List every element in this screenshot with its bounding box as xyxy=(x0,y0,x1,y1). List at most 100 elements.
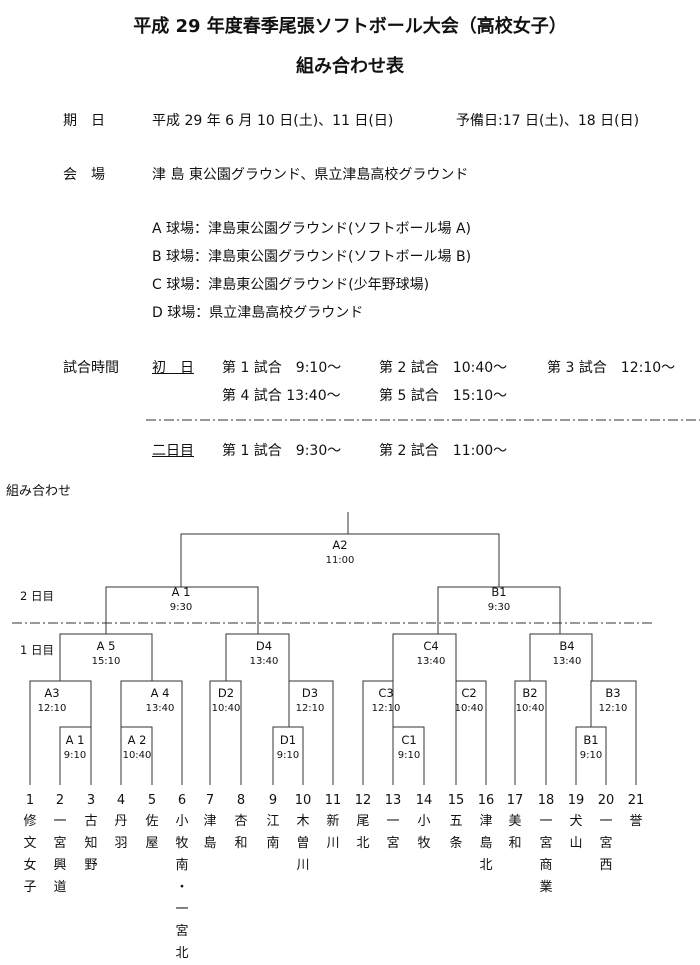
game-time: 9:10 xyxy=(276,750,300,761)
team-number: 7 xyxy=(205,793,215,808)
field-c: C 球場：津島東公園グラウンド(少年野球場) xyxy=(152,277,430,293)
team-name: 古知野 xyxy=(84,814,98,873)
team-name: 杏和 xyxy=(234,814,248,851)
date-label: 期 日 xyxy=(63,113,105,129)
bracket-section-label: 組み合わせ xyxy=(6,484,72,499)
team-name: 木曽川 xyxy=(296,814,310,873)
team-number: 12 xyxy=(354,793,372,808)
game-time: 10:40 xyxy=(211,703,241,714)
game-id: B2 xyxy=(522,686,538,700)
team-name: 犬山 xyxy=(569,814,583,851)
game-time: 9:30 xyxy=(169,602,193,613)
game-id: C4 xyxy=(423,639,439,653)
team-number: 4 xyxy=(116,793,126,808)
team-number: 5 xyxy=(147,793,157,808)
field-a: A 球場：津島東公園グラウンド(ソフトボール場 A) xyxy=(152,221,471,237)
game-time: 9:10 xyxy=(63,750,87,761)
game-time: 12:10 xyxy=(295,703,325,714)
game-time: 13:40 xyxy=(145,703,175,714)
game-id: A2 xyxy=(332,538,348,552)
team-number: 21 xyxy=(627,793,645,808)
game-time: 10:40 xyxy=(515,703,545,714)
game-id: C3 xyxy=(378,686,394,700)
team-number: 3 xyxy=(86,793,96,808)
team-name: 一宮西 xyxy=(599,814,613,873)
field-d: D 球場：県立津島高校グラウンド xyxy=(152,305,364,321)
game-id: B1 xyxy=(583,733,599,747)
game-id: D4 xyxy=(255,639,273,653)
team-name: 新川 xyxy=(326,814,340,851)
game-id: B4 xyxy=(559,639,575,653)
team-number: 20 xyxy=(597,793,615,808)
team-name: 一宮興道 xyxy=(53,814,67,895)
game-id: D1 xyxy=(279,733,297,747)
team-name: 誉 xyxy=(629,814,643,829)
game-id: A 2 xyxy=(127,733,147,747)
day1-game-2: 第 2 試合 10:40～ xyxy=(379,360,508,376)
game-time: 12:10 xyxy=(598,703,628,714)
team-number: 16 xyxy=(477,793,495,808)
day2-label: 二日目 xyxy=(152,443,194,459)
team-name: 一宮 xyxy=(386,814,400,851)
team-number: 17 xyxy=(506,793,524,808)
game-time: 9:30 xyxy=(487,602,511,613)
venue-label: 会 場 xyxy=(63,167,105,183)
game-id: D2 xyxy=(217,686,235,700)
team-name: 江南 xyxy=(266,814,280,851)
game-id: D3 xyxy=(301,686,319,700)
game-time: 13:40 xyxy=(416,656,446,667)
game-time: 13:40 xyxy=(552,656,582,667)
game-id: C2 xyxy=(461,686,477,700)
page-subtitle: 組み合わせ表 xyxy=(296,56,404,77)
team-name: 丹羽 xyxy=(114,814,128,851)
team-number: 9 xyxy=(268,793,278,808)
game-time: 9:10 xyxy=(397,750,421,761)
team-number: 14 xyxy=(415,793,433,808)
day2-bracket-label: 2 日目 xyxy=(20,589,54,603)
page-title: 平成 29 年度春季尾張ソフトボール大会（高校女子） xyxy=(133,16,567,37)
team-number: 15 xyxy=(447,793,465,808)
team-number: 19 xyxy=(567,793,585,808)
team-number: 13 xyxy=(384,793,402,808)
game-id: A 1 xyxy=(65,733,85,747)
team-number: 2 xyxy=(55,793,65,808)
team-name: 修文女子 xyxy=(23,814,37,895)
game-id: A 1 xyxy=(171,585,191,599)
team-number: 11 xyxy=(324,793,342,808)
game-time: 10:40 xyxy=(454,703,484,714)
team-name: 一宮商業 xyxy=(539,814,553,895)
game-time: 10:40 xyxy=(122,750,152,761)
team-name: 津島北 xyxy=(479,814,493,873)
game-time: 15:10 xyxy=(91,656,121,667)
team-number: 1 xyxy=(25,793,35,808)
team-name: 佐屋 xyxy=(145,814,159,851)
team-number: 6 xyxy=(177,793,187,808)
team-number: 18 xyxy=(537,793,555,808)
field-b: B 球場：津島東公園グラウンド(ソフトボール場 B) xyxy=(152,249,472,265)
times-label: 試合時間 xyxy=(63,360,119,376)
game-time: 13:40 xyxy=(249,656,279,667)
game-id: A3 xyxy=(44,686,60,700)
team-number: 10 xyxy=(294,793,312,808)
team-name: 五条 xyxy=(449,814,463,851)
game-id: B3 xyxy=(605,686,621,700)
reserve-date: 予備日:17 日(土)、18 日(日) xyxy=(456,113,640,129)
team-name: 小牧南・一宮北 xyxy=(175,814,189,961)
date-value: 平成 29 年 6 月 10 日(土)、11 日(日) xyxy=(152,113,394,129)
game-time: 12:10 xyxy=(37,703,67,714)
team-name: 小牧 xyxy=(417,814,431,851)
team-name: 尾北 xyxy=(356,814,370,851)
day2-game-1: 第 1 試合 9:30～ xyxy=(222,443,342,459)
day2-game-2: 第 2 試合 11:00～ xyxy=(379,443,508,459)
day1-label: 初 日 xyxy=(152,360,194,376)
game-time: 12:10 xyxy=(371,703,401,714)
day1-game-5: 第 5 試合 15:10～ xyxy=(379,388,508,404)
team-name: 津島 xyxy=(203,814,217,851)
day1-bracket-label: 1 日目 xyxy=(20,643,54,657)
game-id: B1 xyxy=(491,585,507,599)
game-id: A 5 xyxy=(96,639,116,653)
team-name: 美和 xyxy=(508,814,522,851)
day1-game-3: 第 3 試合 12:10～ xyxy=(547,360,676,376)
venue-value: 津 島 東公園グラウンド、県立津島高校グラウンド xyxy=(152,167,469,183)
